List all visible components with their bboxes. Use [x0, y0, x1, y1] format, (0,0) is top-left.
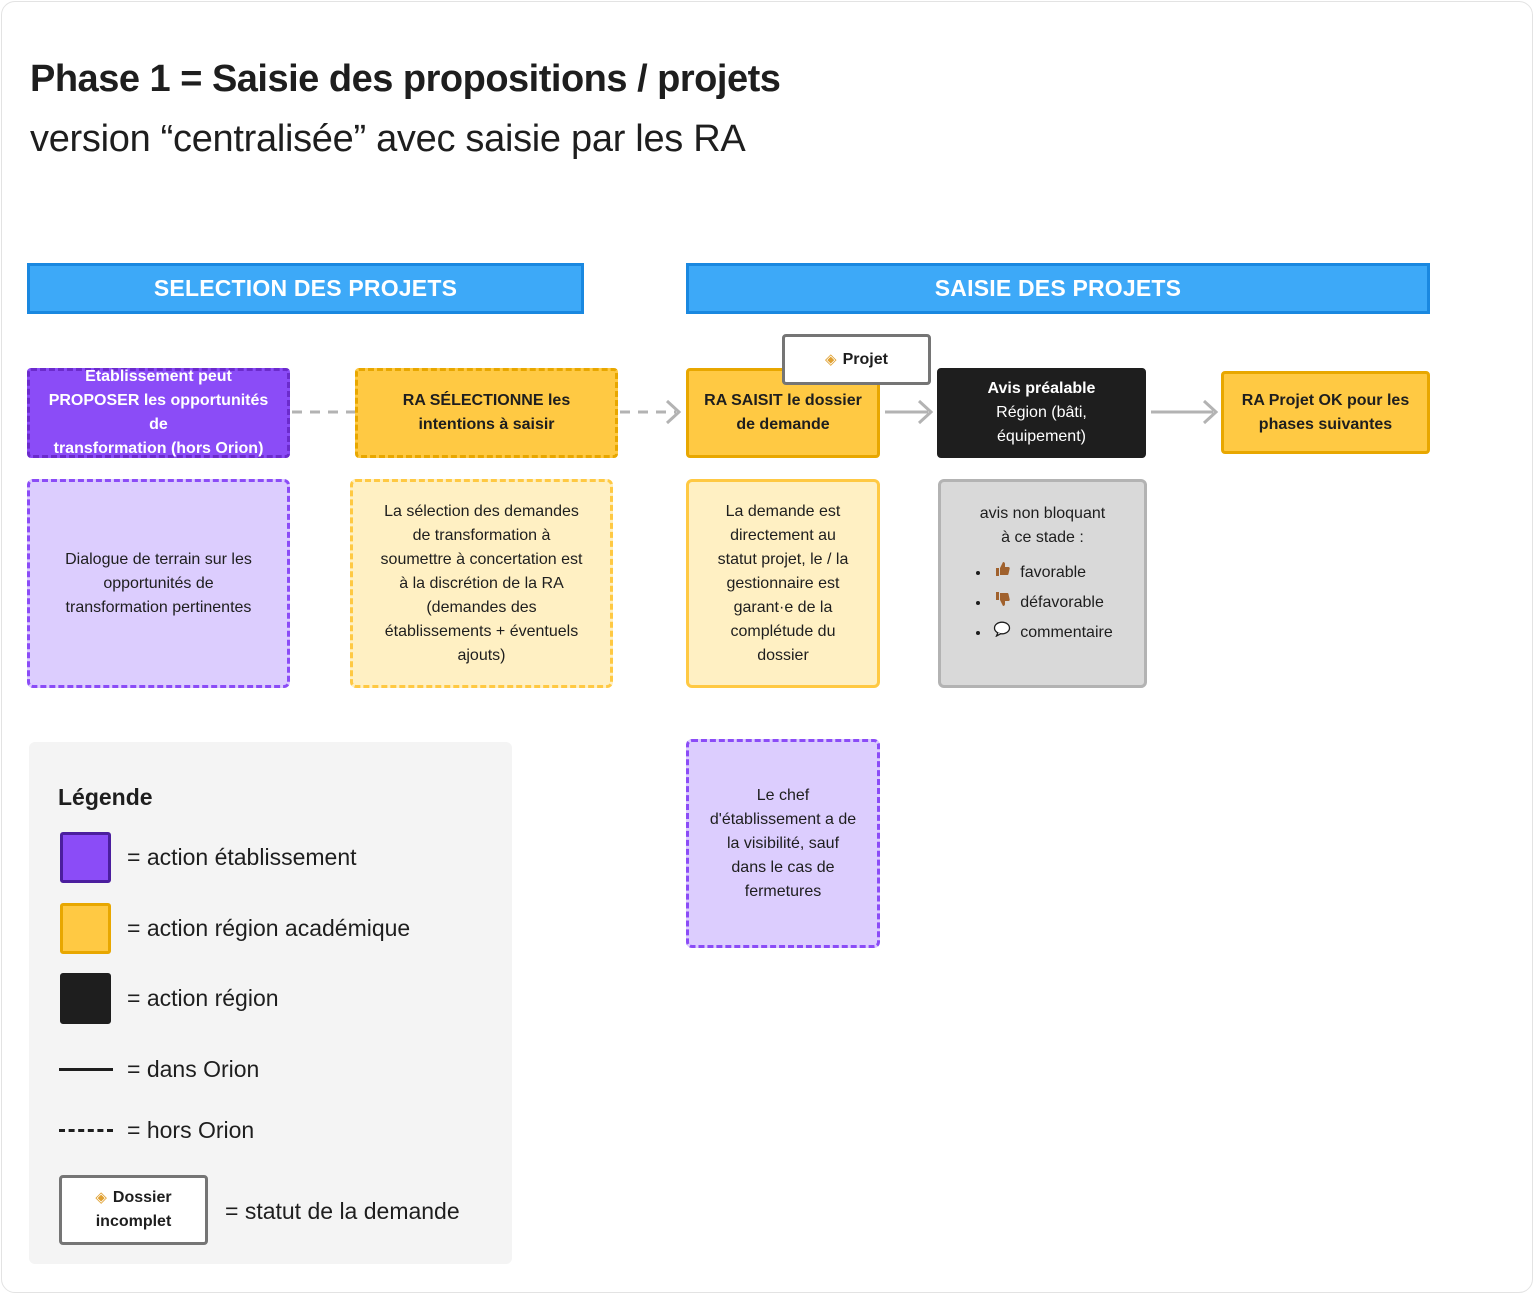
note-line: de transformation à: [412, 526, 551, 544]
note-line: fermetures: [744, 882, 822, 900]
bullet-icon: [976, 601, 981, 605]
note-statut-projet: La demande est directement au statut pro…: [686, 479, 880, 688]
step-line: RA SÉLECTIONNE les: [402, 392, 571, 409]
note-line: dossier: [757, 646, 809, 664]
note-line: à ce stade :: [1001, 529, 1084, 546]
arrowhead-ra-ok: [1202, 399, 1219, 425]
note-line: opportunités de: [103, 574, 214, 592]
legend-title: Légende: [58, 784, 153, 810]
avis-option-label: défavorable: [1020, 594, 1104, 611]
step-line: phases suivantes: [1258, 415, 1393, 433]
legend-label-region: = action région: [127, 985, 279, 1011]
step-ra-selectionne: RA SÉLECTIONNE les intentions à saisir: [355, 368, 618, 458]
note-line: Dialogue de terrain sur les: [65, 550, 252, 568]
note-line: la visibilité, sauf: [726, 834, 840, 852]
note-line: à la discrétion de la RA: [399, 574, 564, 592]
step-line: Avis préalable: [987, 380, 1096, 397]
note-line: complétude du: [730, 622, 836, 640]
note-line: établissements + éventuels: [384, 622, 579, 640]
note-chef-etablissement: Le chef d'établissement a de la visibili…: [686, 739, 880, 948]
step-etablissement-propose: Etablissement peut PROPOSER les opportun…: [27, 368, 290, 458]
banner-selection: SELECTION DES PROJETS: [27, 263, 584, 314]
step-line: PROPOSER les opportunités de: [48, 392, 269, 433]
step-ra-projet-ok: RA Projet OK pour les phases suivantes: [1221, 371, 1430, 454]
tag-icon: ◈: [825, 350, 837, 368]
legend-label-hors-orion: = hors Orion: [127, 1117, 255, 1143]
legend-label-statut: = statut de la demande: [225, 1198, 460, 1224]
status-tag-label: Projet: [842, 350, 888, 368]
note-line: soumettre à concertation est: [380, 550, 583, 568]
note-selection-demandes: La sélection des demandes de transformat…: [350, 479, 613, 688]
legend-label-region-academique: = action région académique: [127, 915, 411, 941]
note-line: gestionnaire est: [726, 574, 840, 592]
step-line: Etablissement peut: [85, 368, 232, 385]
step-line: intentions à saisir: [418, 416, 555, 433]
legend-tag-line: Dossier: [112, 1189, 172, 1206]
tag-icon: ◈: [95, 1189, 107, 1206]
avis-option-label: favorable: [1020, 564, 1087, 581]
note-line: directement au: [730, 526, 836, 544]
step-line: équipement): [997, 428, 1086, 445]
note-line: La demande est: [725, 502, 841, 520]
page-subtitle: version “centralisée” avec saisie par le…: [30, 118, 746, 160]
note-line: statut projet, le / la: [717, 550, 849, 568]
note-line: La sélection des demandes: [384, 502, 579, 520]
legend-label-dans-orion: = dans Orion: [127, 1056, 260, 1082]
step-line: transformation (hors Orion): [53, 440, 264, 457]
step-line: RA Projet OK pour les: [1241, 391, 1410, 409]
legend-dashed-line: [59, 1129, 113, 1132]
note-line: Le chef: [756, 786, 810, 804]
arrowhead-avis: [917, 399, 934, 425]
note-line: avis non bloquant: [979, 505, 1106, 522]
legend-swatch-etablissement: [60, 832, 111, 883]
step-line: de demande: [736, 416, 830, 433]
note-line: dans le cas de: [731, 858, 835, 876]
avis-option-commentaire: commentaire: [972, 618, 1113, 648]
avis-option-defavorable: défavorable: [972, 588, 1112, 618]
note-line: transformation pertinentes: [65, 598, 252, 616]
avis-option-favorable: favorable: [972, 558, 1112, 588]
page-title: Phase 1 = Saisie des propositions / proj…: [30, 58, 781, 100]
bullet-icon: [976, 631, 981, 635]
legend-tag-line: incomplet: [95, 1213, 172, 1230]
note-avis-non-bloquant: avis non bloquant à ce stade : favorable…: [938, 479, 1147, 688]
step-avis-prealable: Avis préalable Région (bâti, équipement): [937, 368, 1146, 458]
thumbs-up-icon: [992, 558, 1012, 588]
legend-status-tag: ◈ Dossier incomplet: [59, 1175, 208, 1245]
status-tag-projet: ◈ Projet: [782, 334, 931, 385]
legend-panel: Légende = action établissement = action …: [29, 742, 512, 1264]
note-line: (demandes des: [426, 598, 537, 616]
legend-swatch-region: [60, 973, 111, 1024]
speech-bubble-icon: [992, 618, 1012, 648]
bullet-icon: [976, 571, 981, 575]
legend-solid-line: [59, 1068, 113, 1071]
note-dialogue-terrain: Dialogue de terrain sur les opportunités…: [27, 479, 290, 688]
arrowhead-ra-saisit: [665, 399, 682, 425]
note-line: d'établissement a de: [709, 810, 857, 828]
note-line: ajouts): [457, 646, 506, 664]
step-line: RA SAISIT le dossier: [704, 392, 862, 409]
avis-options-list: favorable défavorable commentaire: [972, 558, 1113, 648]
thumbs-down-icon: [992, 588, 1012, 618]
note-line: garant·e de la: [733, 598, 833, 616]
banner-saisie: SAISIE DES PROJETS: [686, 263, 1430, 314]
legend-label-etablissement: = action établissement: [127, 844, 357, 870]
step-line: Région (bâti,: [996, 404, 1087, 421]
avis-option-label: commentaire: [1020, 624, 1113, 641]
legend-swatch-region-academique: [60, 903, 111, 954]
